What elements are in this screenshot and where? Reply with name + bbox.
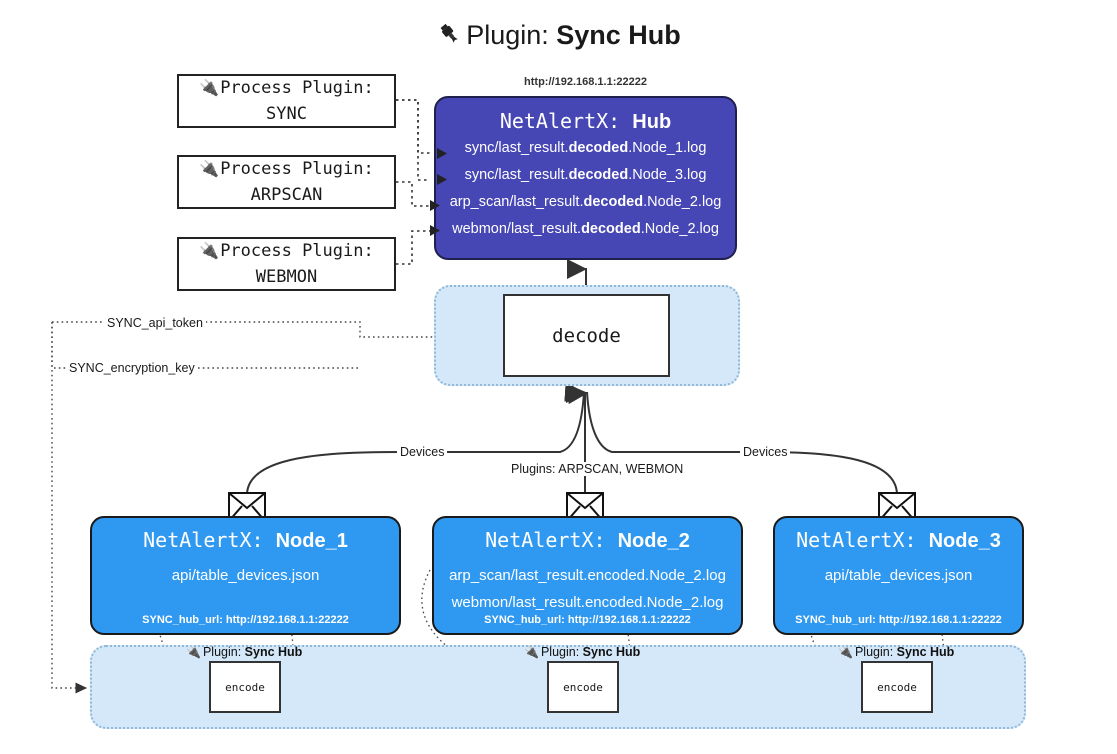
node-2-lines: arp_scan/last_result.encoded.Node_2.log … xyxy=(434,562,741,616)
encode-1-plugin-label: 🔌Plugin: Sync Hub xyxy=(186,645,303,659)
node-box-1[interactable]: NetAlertX: Node_1 api/table_devices.json… xyxy=(90,516,401,635)
encode-2-plugin-label: 🔌Plugin: Sync Hub xyxy=(524,645,641,659)
process-plugin-box-webmon[interactable]: 🔌Process Plugin: WEBMON xyxy=(177,237,396,291)
encode-box-3[interactable]: encode xyxy=(861,661,933,713)
process-plugin-sync-name: SYNC xyxy=(266,104,307,124)
process-plugin-arpscan-label: 🔌Process Plugin: xyxy=(199,159,374,179)
encode-box-2[interactable]: encode xyxy=(547,661,619,713)
plug-icon xyxy=(436,20,462,53)
process-plugin-box-sync[interactable]: 🔌Process Plugin: SYNC xyxy=(177,74,396,128)
node-1-line-1: api/table_devices.json xyxy=(171,567,320,584)
process-plugin-webmon-label: 🔌Process Plugin: xyxy=(199,241,374,261)
process-plugin-box-arpscan[interactable]: 🔌Process Plugin: ARPSCAN xyxy=(177,155,396,209)
setting-api-token-label: SYNC_api_token xyxy=(104,316,206,330)
node-box-3[interactable]: NetAlertX: Node_3 api/table_devices.json… xyxy=(773,516,1024,635)
node-2-line-2: webmon/last_result.encoded.Node_2.log xyxy=(451,594,724,611)
edge-label-devices-left: Devices xyxy=(397,445,448,459)
setting-encryption-key-label: SYNC_encryption_key xyxy=(66,361,198,375)
node-1-hub-url: SYNC_hub_url: http://192.168.1.1:22222 xyxy=(142,614,349,626)
node-3-title: NetAlertX: Node_3 xyxy=(796,528,1001,552)
encode-box-1[interactable]: encode xyxy=(209,661,281,713)
page-title-value: Sync Hub xyxy=(556,20,681,50)
plug-icon: 🔌 xyxy=(199,78,220,97)
process-plugin-webmon-name: WEBMON xyxy=(255,267,318,287)
page-title: Plugin: Sync Hub xyxy=(0,18,1117,51)
plug-icon: 🔌 xyxy=(199,159,220,178)
node-3-line-1: api/table_devices.json xyxy=(824,567,973,584)
node-3-hub-url: SYNC_hub_url: http://192.168.1.1:22222 xyxy=(795,614,1002,626)
hub-title: NetAlertX: Hub xyxy=(499,109,672,133)
process-plugin-sync-label: 🔌Process Plugin: xyxy=(199,78,374,98)
node-1-title: NetAlertX: Node_1 xyxy=(143,528,348,552)
node-2-hub-url: SYNC_hub_url: http://192.168.1.1:22222 xyxy=(484,614,691,626)
node-1-lines: api/table_devices.json xyxy=(92,562,399,589)
edge-label-plugins-center: Plugins: ARPSCAN, WEBMON xyxy=(508,462,687,476)
plug-icon: 🔌 xyxy=(524,645,539,659)
encode-3-plugin-label: 🔌Plugin: Sync Hub xyxy=(838,645,955,659)
plug-icon: 🔌 xyxy=(199,241,220,260)
hub-url-label: http://192.168.1.1:22222 xyxy=(524,76,647,88)
plug-icon: 🔌 xyxy=(186,645,201,659)
node-3-lines: api/table_devices.json xyxy=(775,562,1022,589)
page-title-label: Plugin: xyxy=(466,20,549,50)
process-plugin-arpscan-name: ARPSCAN xyxy=(250,185,323,205)
hub-log-line-2: sync/last_result.decoded.Node_3.log xyxy=(464,167,707,183)
node-2-line-1: arp_scan/last_result.encoded.Node_2.log xyxy=(449,567,726,584)
hub-log-line-4: webmon/last_result.decoded.Node_2.log xyxy=(452,221,719,237)
decode-box[interactable]: decode xyxy=(503,294,670,377)
plug-icon: 🔌 xyxy=(838,645,853,659)
node-box-2[interactable]: NetAlertX: Node_2 arp_scan/last_result.e… xyxy=(432,516,743,635)
node-2-title: NetAlertX: Node_2 xyxy=(485,528,690,552)
hub-log-line-1: sync/last_result.decoded.Node_1.log xyxy=(464,140,707,156)
hub-log-line-3: arp_scan/last_result.decoded.Node_2.log xyxy=(449,194,722,210)
edge-label-devices-right: Devices xyxy=(740,445,791,459)
hub-node[interactable]: NetAlertX: Hub sync/last_result.decoded.… xyxy=(434,96,737,260)
